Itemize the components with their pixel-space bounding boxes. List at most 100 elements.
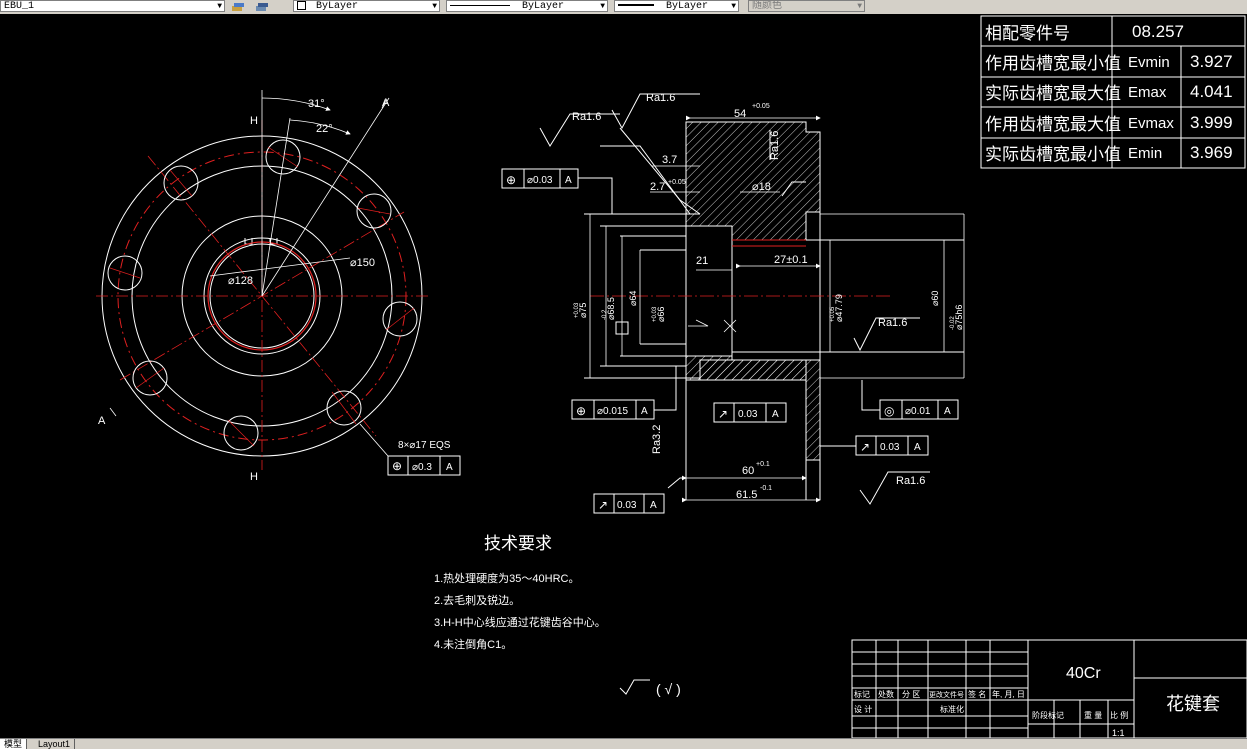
layer-dropdown[interactable]: EBU_1 ▼ xyxy=(0,0,225,12)
dim-60: 60 xyxy=(742,465,754,477)
tb-cell: 标准化 xyxy=(940,704,964,714)
section-a-left-label: A xyxy=(98,415,106,427)
chevron-down-icon: ▼ xyxy=(600,2,605,11)
dim-27: 27±0.1 xyxy=(774,254,808,266)
param-header-value: 08.257 xyxy=(1132,22,1184,41)
section-h-top-label: H xyxy=(250,115,258,127)
vdim-47-79: ⌀47.79 xyxy=(834,294,844,322)
plotstyle-control-dropdown[interactable]: 随颜色 ▼ xyxy=(748,0,865,12)
datum-label: A xyxy=(914,442,921,453)
param-row-value: 3.969 xyxy=(1190,143,1233,162)
param-table-text: 相配零件号 08.257 作用齿槽宽最小值 Evmin 3.927 实际齿槽宽最… xyxy=(985,22,1233,164)
chevron-down-icon: ▼ xyxy=(432,2,437,11)
tol-value: ⌀0.03 xyxy=(527,175,553,186)
tb-cell: 标记 xyxy=(854,689,870,699)
lineweight-control-dropdown[interactable]: ByLayer ▼ xyxy=(614,0,739,12)
vdim-47-79-tol: +0.05 xyxy=(830,306,836,322)
dim-54: 54 xyxy=(734,108,746,120)
runout-icon: ↗ xyxy=(718,407,728,421)
part-name-label: 花键套 xyxy=(1166,694,1220,714)
param-row-value: 4.041 xyxy=(1190,82,1233,101)
linetype-control-value: ByLayer xyxy=(522,1,565,12)
vdim-75: ⌀75 xyxy=(578,303,588,318)
concentricity-icon: ◎ xyxy=(884,404,894,418)
param-row-symbol: Evmin xyxy=(1128,54,1170,71)
ra-left-vertical: Ra3.2 xyxy=(651,425,663,454)
vdim-68-5: ⌀68.5 xyxy=(606,297,616,320)
tech-req-title: 技术要求 xyxy=(484,534,552,553)
dia-150-label: ⌀150 xyxy=(350,257,375,269)
param-row-symbol: Emin xyxy=(1128,145,1162,162)
runout-icon: ↗ xyxy=(598,498,608,512)
ra-vertical: Ra1.6 xyxy=(769,131,781,160)
datum-label: A xyxy=(650,500,657,511)
tab-model[interactable]: 模型 xyxy=(0,739,28,749)
dim-2-7-tol: +0.05 xyxy=(668,179,686,186)
vdim-68-5-tol: -0.2 xyxy=(602,309,608,320)
tb-cell: 签 名 xyxy=(968,689,986,699)
drawing-canvas[interactable]: 相配零件号 08.257 作用齿槽宽最小值 Evmin 3.927 实际齿槽宽最… xyxy=(0,14,1247,738)
fcf-position-003: ⊕ ⌀0.03 A xyxy=(501,168,613,214)
roughness-symbols xyxy=(539,93,930,505)
tb-cell: 年, 月, 日 xyxy=(992,689,1025,699)
ra-top-left: Ra1.6 xyxy=(572,111,601,123)
fcf-runout-right: ↗ 0.03 A xyxy=(820,435,929,456)
position-icon: ⊕ xyxy=(506,173,516,187)
general-roughness-icon xyxy=(619,679,650,695)
technical-requirements: 技术要求 1.热处理硬度为35～40HRC。 2.去毛刺及锐边。 3.H-H中心… xyxy=(434,534,681,697)
param-table xyxy=(980,15,1246,169)
layer-name: EBU_1 xyxy=(4,1,35,12)
dim-dia-18: ⌀18 xyxy=(752,181,771,193)
plotstyle-control-value: 随颜色 xyxy=(752,1,782,12)
fcf-concentricity: ◎ ⌀0.01 A xyxy=(861,380,959,420)
tb-cell: 比 例 xyxy=(1110,710,1128,720)
chevron-down-icon: ▼ xyxy=(217,2,222,11)
material-label: 40Cr xyxy=(1066,665,1101,682)
dim-3-7: 3.7 xyxy=(662,154,677,166)
runout-icon: ↗ xyxy=(860,440,870,454)
fcf-position-0015: ⊕ ⌀0.015 A xyxy=(571,366,677,420)
linetype-control-dropdown[interactable]: ByLayer ▼ xyxy=(446,0,608,12)
dim-54-tol: +0.05 xyxy=(752,103,770,110)
tol-value: 0.03 xyxy=(738,409,758,420)
tech-req-item: 2.去毛刺及锐边。 xyxy=(434,593,520,607)
tol-value: ⌀0.01 xyxy=(905,406,931,417)
datum-label: A xyxy=(446,462,453,473)
tol-value: 0.03 xyxy=(880,442,900,453)
param-row-symbol: Emax xyxy=(1128,84,1167,101)
layer-match-icon[interactable] xyxy=(231,1,245,12)
section-h-bottom-label: H xyxy=(250,471,258,483)
section-view: Ra1.6 Ra1.6 Ra1.6 Ra1.6 Ra1.6 Ra3.2 54 +… xyxy=(501,92,965,514)
dim-60-tol: +0.1 xyxy=(756,461,770,468)
tab-layout1[interactable]: Layout1 xyxy=(34,739,76,749)
color-control-value: ByLayer xyxy=(316,1,359,12)
angle-31-label: 31° xyxy=(308,98,325,110)
title-block xyxy=(851,639,1247,738)
datum-label: A xyxy=(641,406,648,417)
bolt-holes xyxy=(107,139,418,451)
tb-cell: 阶段标记 xyxy=(1032,710,1064,720)
tb-cell: 分 区 xyxy=(902,690,920,699)
tb-cell: 处数 xyxy=(878,689,894,699)
ra-top: Ra1.6 xyxy=(646,92,675,104)
layer-previous-icon[interactable] xyxy=(255,1,269,12)
holes-note: 8×⌀17 EQS xyxy=(398,440,451,451)
chevron-down-icon: ▼ xyxy=(731,2,736,11)
param-row-label: 作用齿槽宽最大值 xyxy=(985,115,1121,134)
fcf-runout-left: ↗ 0.03 A xyxy=(713,402,787,423)
flange-front-view: 31° 22° ⌀150 ⌀128 H H A A 8×⌀17 EQS ⊕ ⌀0… xyxy=(96,90,461,483)
ra-bottom: Ra1.6 xyxy=(896,475,925,487)
color-control-dropdown[interactable]: ByLayer ▼ xyxy=(293,0,440,12)
tb-cell: 更改文件号 xyxy=(929,690,964,699)
lineweight-control-value: ByLayer xyxy=(666,1,709,12)
param-row-value: 3.999 xyxy=(1190,113,1233,132)
section-a-top-label: A xyxy=(382,97,390,109)
tb-cell: 设 计 xyxy=(854,704,872,714)
vdim-75-tol: +0.03 xyxy=(574,302,580,318)
tech-req-item: 4.未注倒角C1。 xyxy=(434,637,512,651)
angle-22-label: 22° xyxy=(316,123,333,135)
vdim-75h6-tol: -0.02 xyxy=(950,316,956,330)
color-swatch-icon xyxy=(297,1,306,10)
dim-21: 21 xyxy=(696,255,708,267)
layout-tab-bar: 模型 Layout1 xyxy=(0,738,1247,749)
